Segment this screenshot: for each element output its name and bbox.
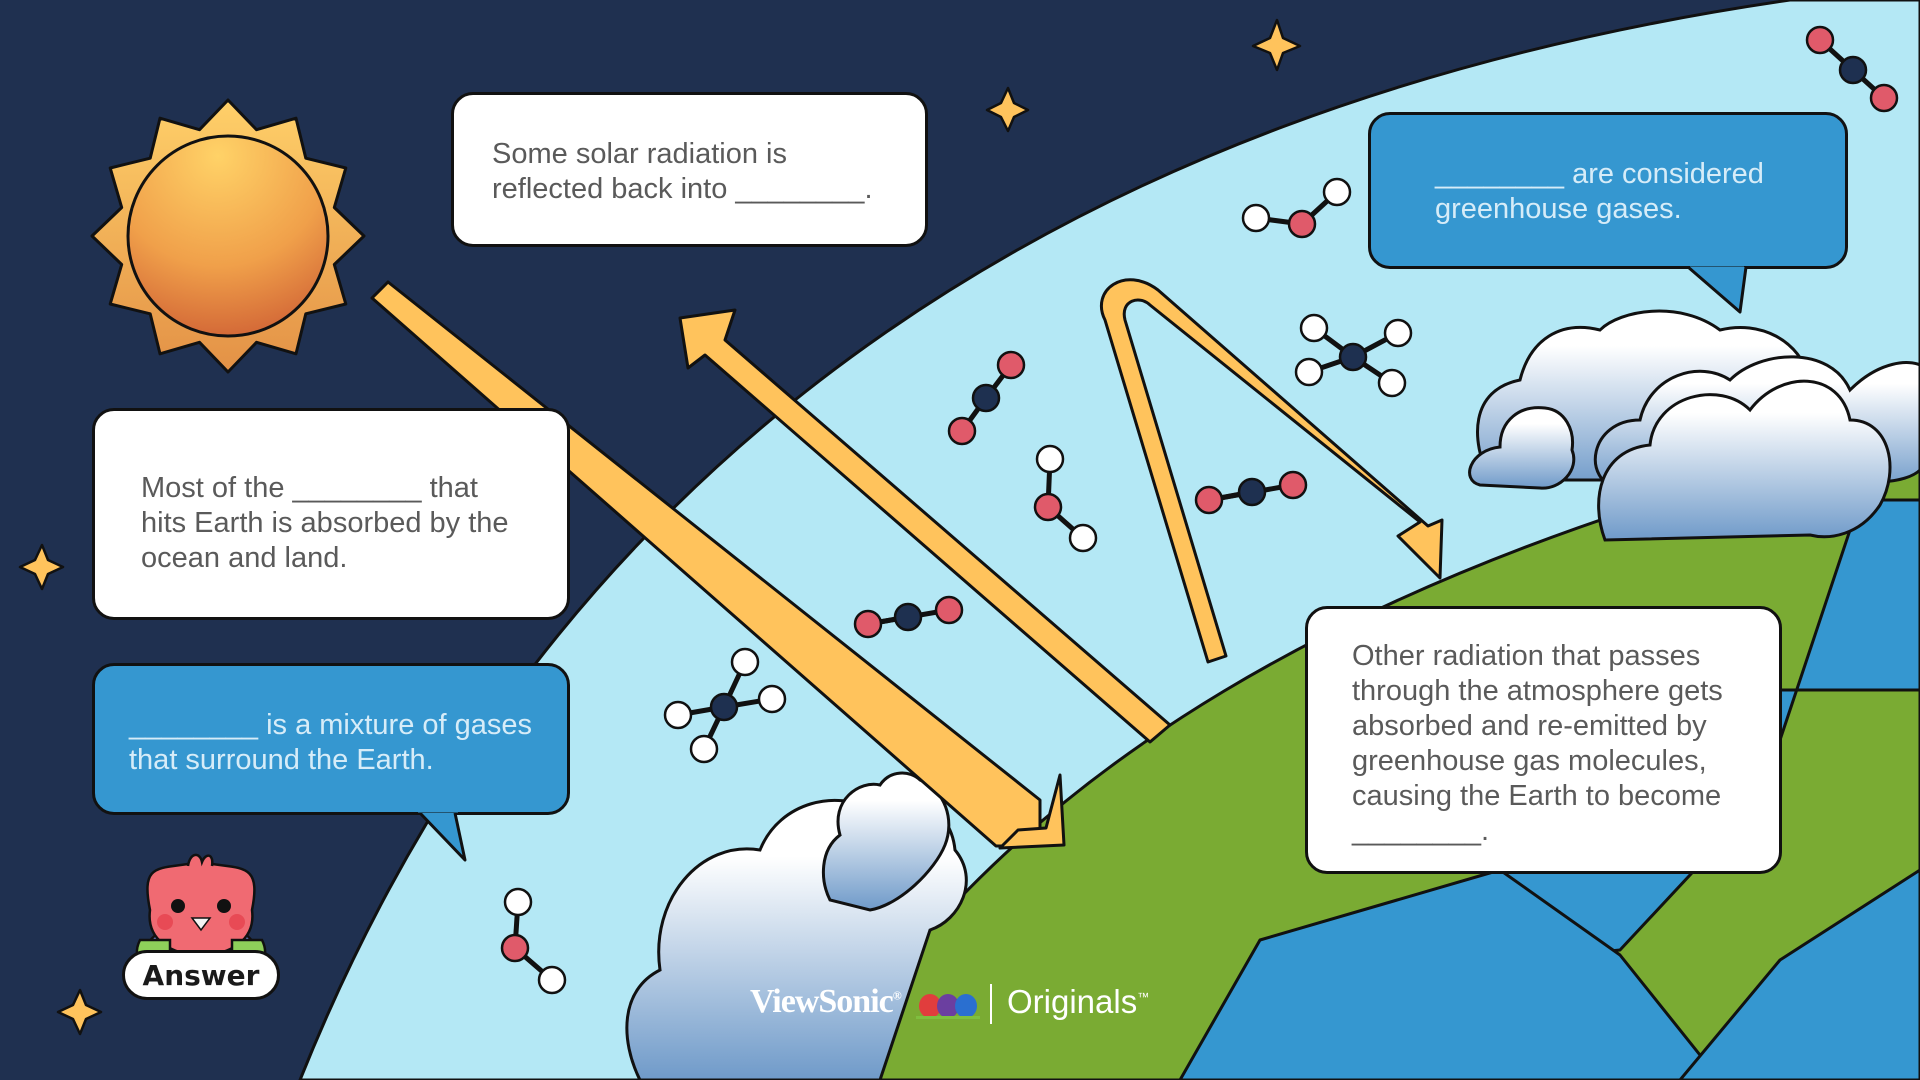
- absorbed-line-3: ocean and land.: [141, 542, 348, 574]
- reemitted-line-6: ________.: [1352, 815, 1490, 847]
- molecule-icon: [663, 647, 787, 764]
- greenhouse-line-1: ________ are considered: [1435, 158, 1764, 190]
- reemitted-line-4: greenhouse gas molecules,: [1352, 745, 1707, 777]
- molecule-icon: [1294, 313, 1413, 398]
- absorbed-line-1: Most of the ________ that: [141, 472, 478, 504]
- molecule-icon: [1241, 177, 1352, 239]
- product-trademark: ™: [1137, 990, 1150, 1004]
- absorbed-line-2: hits Earth is absorbed by the: [141, 507, 509, 539]
- brand-registered: ®: [892, 988, 902, 1003]
- reemitted-line-5: causing the Earth to become: [1352, 780, 1722, 812]
- cloud-icon: [1597, 379, 1892, 542]
- molecule-icon: [947, 350, 1026, 446]
- molecule-icon: [1033, 444, 1098, 553]
- radiation-arrow-icon: [678, 308, 1172, 744]
- reemitted-line-2: through the atmosphere gets: [1352, 675, 1723, 707]
- radiation-arrow-icon: [1099, 278, 1444, 664]
- cloud-icon: [1468, 406, 1576, 490]
- reflected-radiation-box: Some solar radiation is reflected back i…: [451, 92, 928, 247]
- reflected-line-1: Some solar radiation is: [492, 138, 787, 170]
- absorbed-radiation-box: Most of the ________ that hits Earth is …: [92, 408, 570, 620]
- greenhouse-line-2: greenhouse gases.: [1435, 193, 1682, 225]
- atmosphere-line-2: that surround the Earth.: [129, 744, 434, 776]
- molecules-layer: [500, 25, 1899, 995]
- earth-water: [1178, 868, 1722, 1080]
- atmosphere-box: ________ is a mixture of gases that surr…: [92, 663, 570, 815]
- star-icon: [985, 86, 1030, 133]
- reemitted-line-1: Other radiation that passes: [1352, 640, 1701, 672]
- greenhouse-gases-box: ________ are considered greenhouse gases…: [1368, 112, 1848, 269]
- star-icon: [1251, 18, 1302, 72]
- cloud-icon: [821, 771, 951, 912]
- earth-water: [1678, 868, 1920, 1080]
- brand-logo: ViewSonic®: [750, 983, 902, 1021]
- answer-button[interactable]: Answer: [122, 950, 280, 1000]
- brand-separator: [990, 984, 992, 1024]
- brand-name: ViewSonic: [750, 983, 894, 1020]
- star-icon: [56, 988, 103, 1036]
- reemitted-line-3: absorbed and re-emitted by: [1352, 710, 1707, 742]
- star-icon: [18, 543, 65, 591]
- product-name: Originals: [1007, 983, 1138, 1020]
- molecule-icon: [1805, 25, 1899, 113]
- molecule-icon: [853, 595, 964, 639]
- molecule-icon: [1194, 470, 1308, 515]
- atmosphere-line-1: ________ is a mixture of gases: [129, 709, 533, 741]
- sun-icon: [90, 98, 366, 374]
- reflected-line-2: reflected back into ________.: [492, 173, 873, 205]
- reemitted-radiation-box: Other radiation that passes through the …: [1305, 606, 1782, 874]
- product-logo: Originals™: [1007, 983, 1149, 1021]
- molecule-icon: [500, 887, 567, 995]
